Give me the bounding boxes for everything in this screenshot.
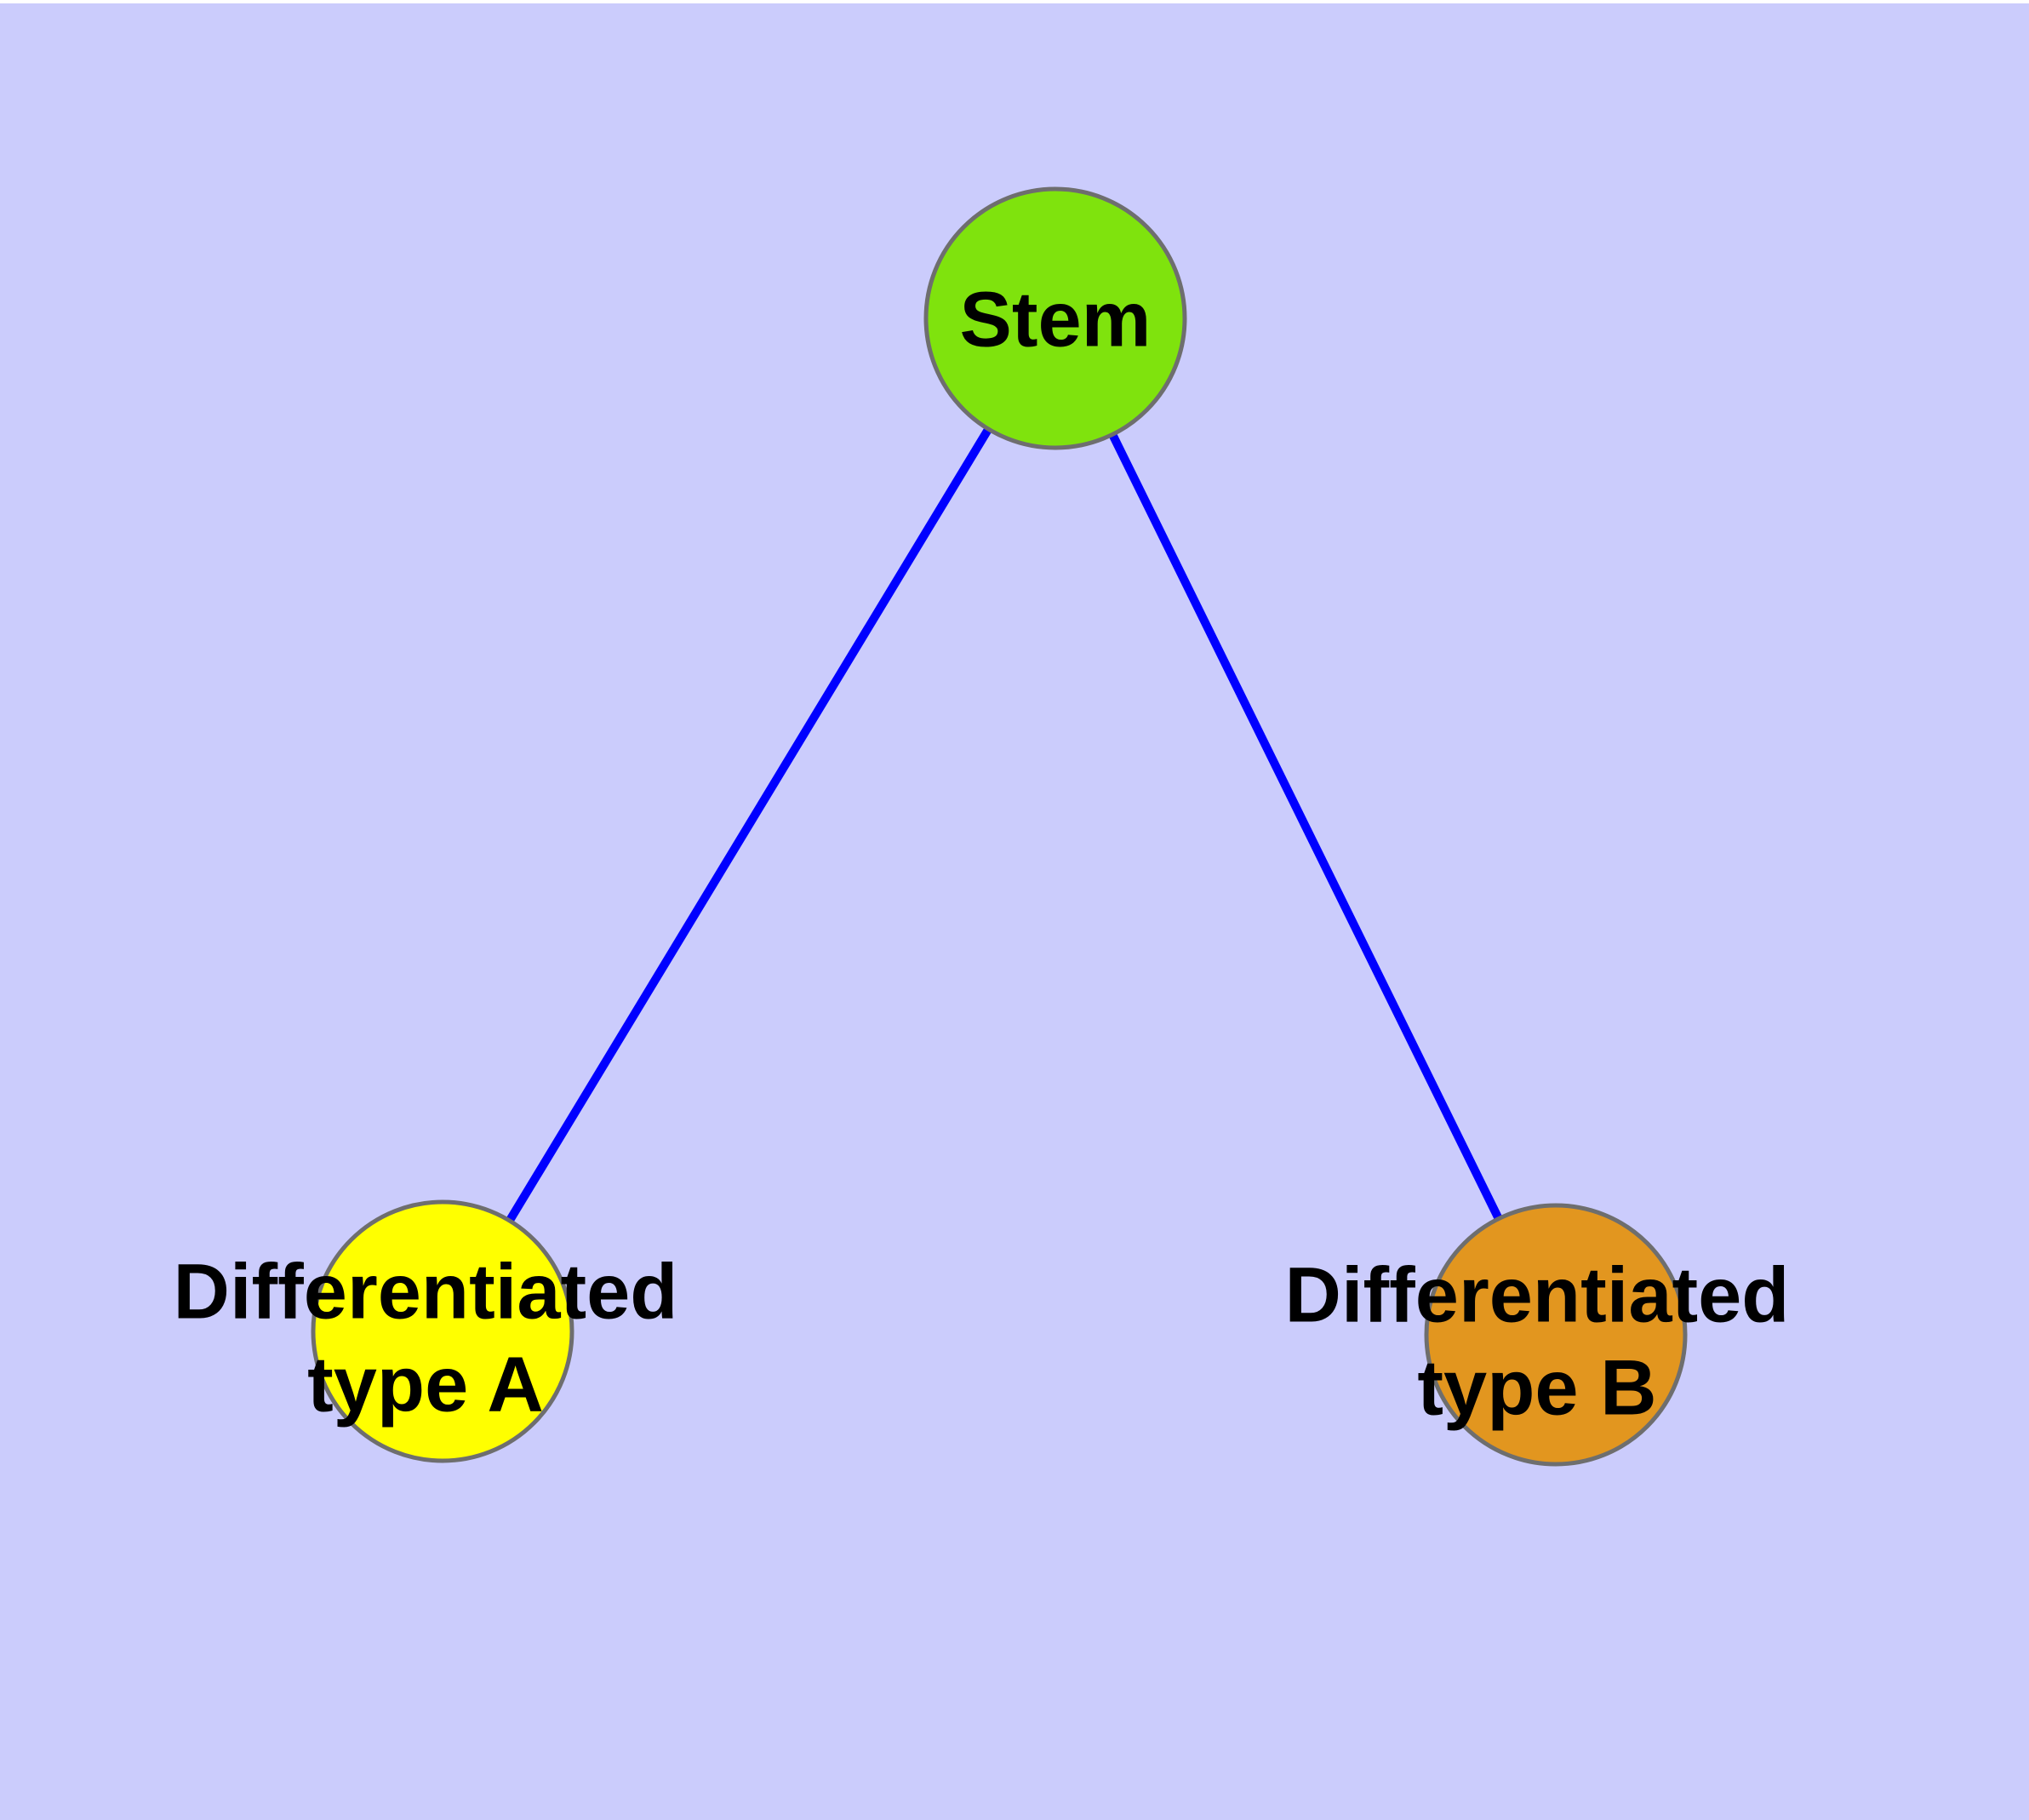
node-label-type-a-line1: Differentiated [173,1248,678,1336]
node-label-type-a-line2: type A [307,1341,544,1428]
node-differentiated-type-a [311,1199,574,1463]
node-differentiated-type-b [1424,1203,1688,1467]
node-label-type-b-line1: Differentiated [1284,1251,1790,1339]
node-stem [923,186,1187,450]
node-label-differentiated-type-b: Differentiated type B [1285,1249,1790,1434]
edge-stem-to-type-b [1051,316,1560,1337]
node-label-stem-line1: Stem [959,276,1152,363]
node-label-differentiated-type-a: Differentiated type A [174,1245,678,1430]
edge-stem-to-type-a [438,316,1060,1334]
node-label-stem: Stem [960,274,1152,367]
diagram-canvas: Stem Differentiated type A Differentiate… [0,3,2029,1820]
node-label-type-b-line2: type B [1417,1344,1657,1431]
graph-svg [311,186,1688,1467]
